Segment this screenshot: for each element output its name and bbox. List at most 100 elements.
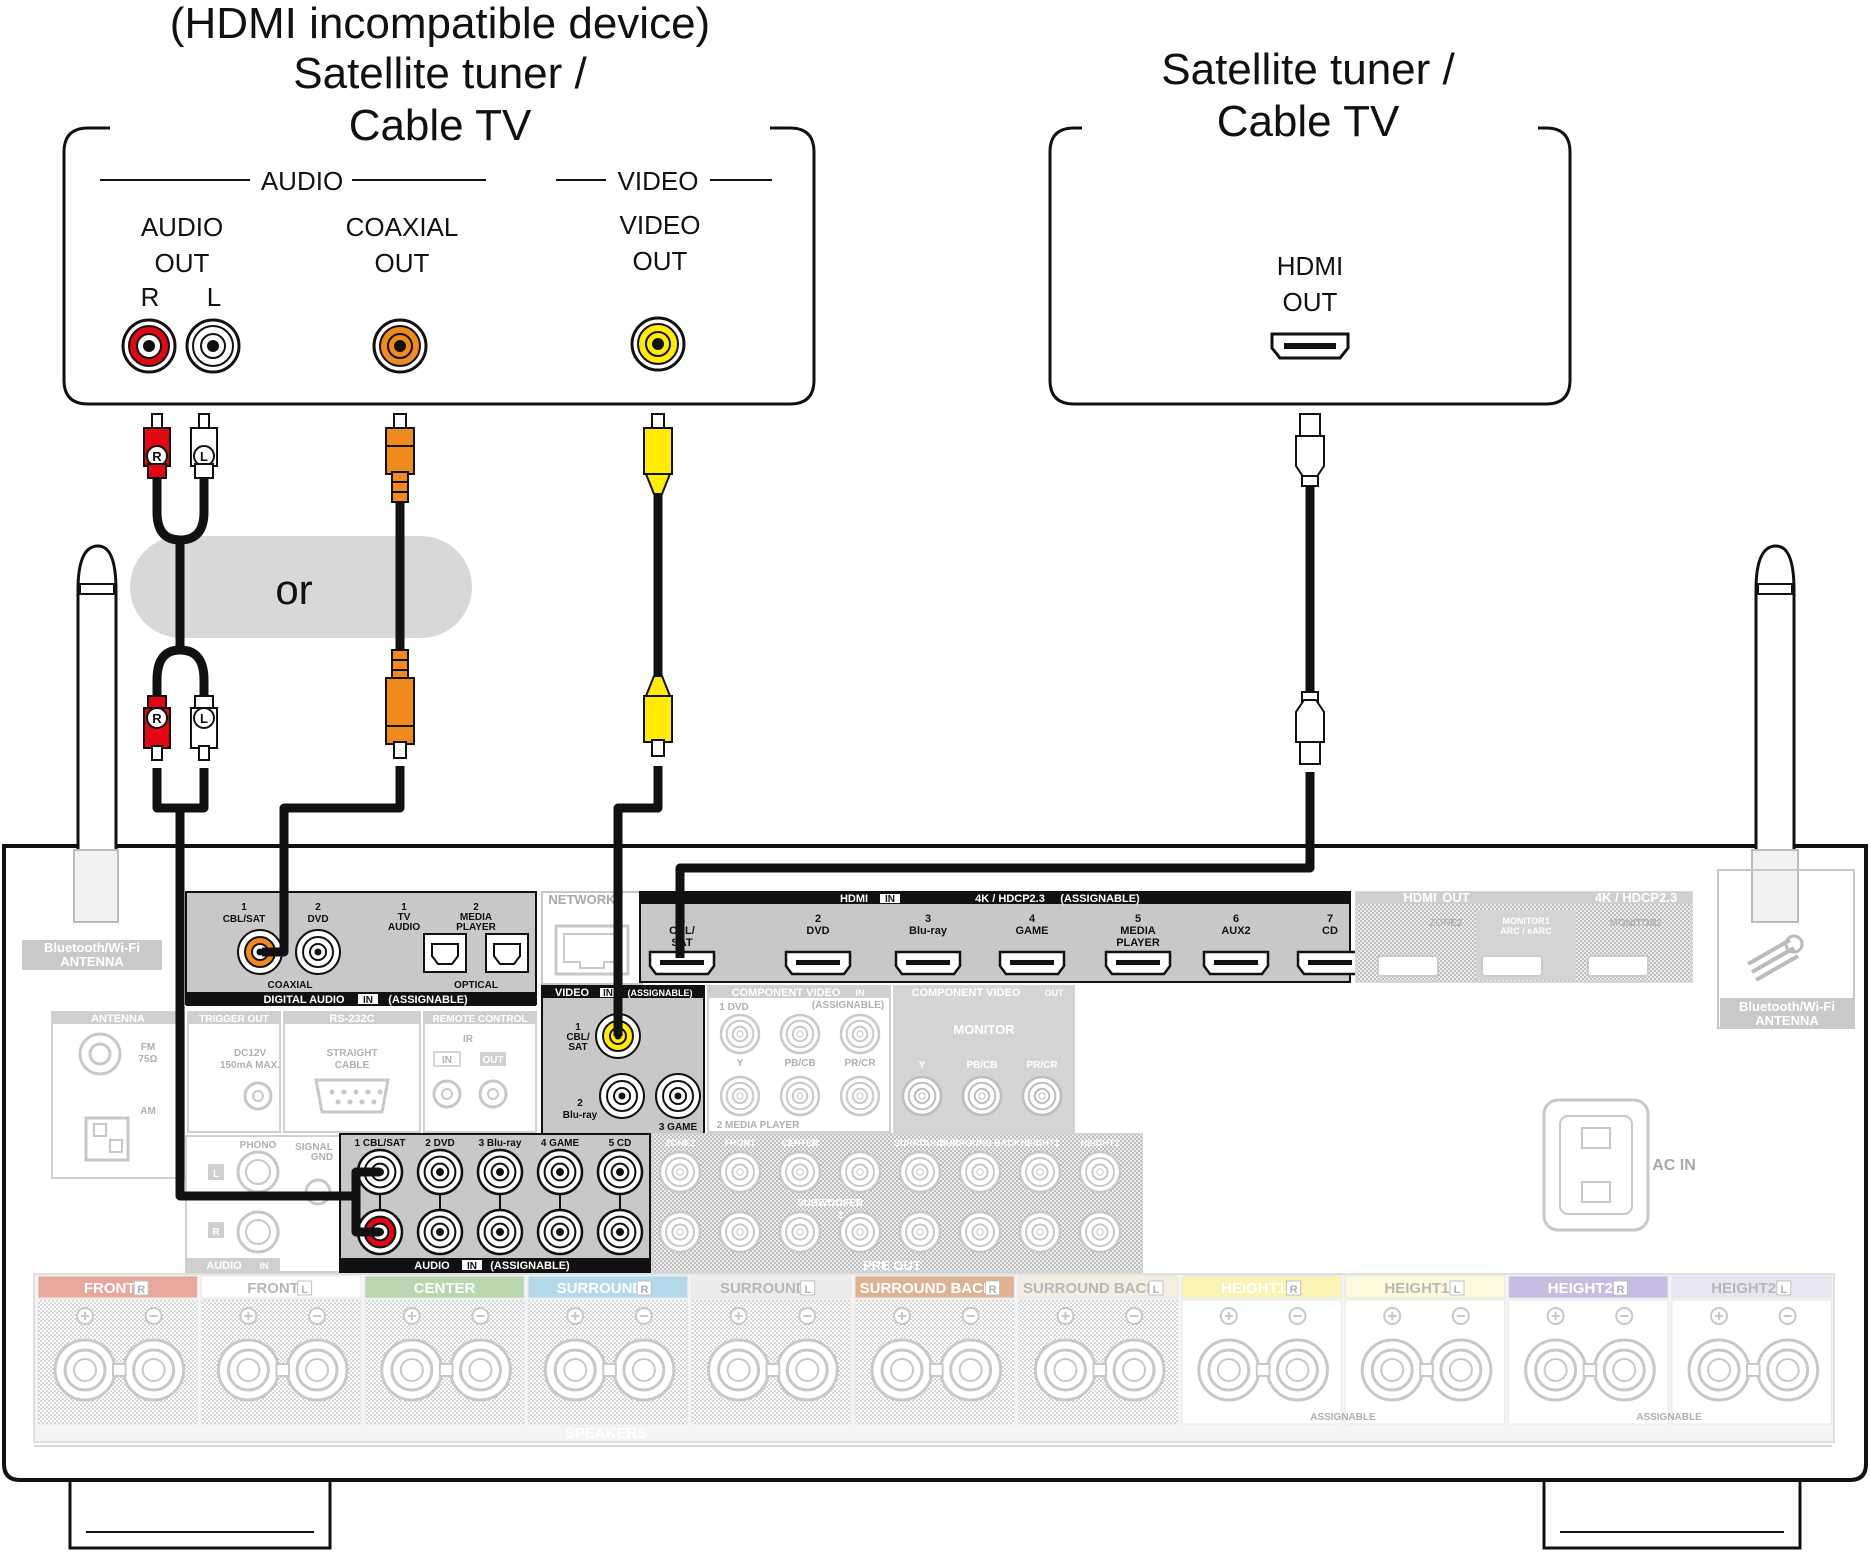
pre-out-5-label: HEIGHT1: [1020, 1138, 1059, 1148]
audio-in-tag: IN: [467, 1261, 477, 1272]
coaxial-cable-to-receiver: [262, 766, 405, 957]
hdmi-in2-port: [784, 950, 852, 976]
pre-out-top-jack-7: [1018, 1150, 1062, 1194]
hdmi-in-spec: 4K / HDCP2.3: [975, 893, 1045, 905]
audio-in5-r-jack: [596, 1208, 644, 1256]
speaker-channel-10-name: HEIGHT2: [1548, 1280, 1613, 1297]
video-in1-name: CBL/: [566, 1032, 590, 1043]
speaker-8-minus-terminal: [1265, 1307, 1329, 1402]
ac-in-label: AC IN: [1652, 1157, 1696, 1174]
pre-out-bottom-jack-8: [1078, 1210, 1122, 1254]
optical-media-name: MEDIA: [460, 912, 492, 923]
plug-r-top-label: R: [152, 449, 162, 464]
component-in-y: Y: [737, 1058, 744, 1069]
left-device-title-line1: (HDMI incompatible device): [170, 0, 710, 48]
video-in3-jack: [655, 1073, 701, 1119]
component-out-header: COMPONENT VIDEO: [912, 987, 1021, 999]
rs232c-cable-line2: CABLE: [335, 1060, 370, 1071]
fm-label: FM: [141, 1042, 155, 1053]
optical-caption: OPTICAL: [454, 980, 498, 991]
audio-l-label: L: [207, 282, 221, 312]
pre-out-0-label: ZONE2: [665, 1138, 695, 1148]
hdmi-zone2-label: ZONE2: [1429, 918, 1463, 929]
subwoofer-2-label: 2: [837, 1210, 842, 1220]
speaker-channel-10-tag: R: [1616, 1284, 1624, 1296]
speaker-11-plus-terminal: [1687, 1307, 1751, 1402]
video-plug-bottom: [643, 675, 673, 757]
coaxial-out-jack: [372, 318, 428, 374]
hdmi-in7-port: [1296, 950, 1364, 976]
video-out-label-line1: VIDEO: [620, 210, 701, 240]
component-out-monitor: MONITOR: [953, 1022, 1015, 1037]
speaker-11-minus-terminal: [1756, 1307, 1820, 1402]
speaker-channel-6-tag: R: [989, 1284, 997, 1296]
speaker-9-plus-terminal: [1360, 1307, 1424, 1402]
phono-l-tag: L: [213, 1169, 219, 1180]
remote-control-panel: REMOTE CONTROL IR IN OUT: [423, 1011, 537, 1133]
audio-in4-label: 4 GAME: [541, 1138, 580, 1149]
digital-audio-footer: DIGITAL AUDIO: [263, 994, 345, 1006]
speaker-channel-9-tag: L: [1454, 1284, 1461, 1296]
component-in-tag: IN: [856, 988, 865, 998]
speaker-channel-4-name: SURROUND: [557, 1280, 644, 1297]
plug-l-top-label: L: [200, 449, 208, 464]
component-video-out-panel: COMPONENT VIDEO OUT MONITOR Y PB/CB PR/C…: [893, 985, 1075, 1133]
video-in1-sub: SAT: [568, 1042, 587, 1053]
pre-out-bottom-jack-2: [718, 1210, 762, 1254]
component-out-y: Y: [919, 1060, 926, 1071]
antenna-label-left-line2: ANTENNA: [60, 954, 124, 969]
rs232c-cable-line1: STRAIGHT: [326, 1048, 377, 1059]
video-plug-top: [643, 413, 673, 495]
speaker-channel-2-tag: L: [301, 1284, 308, 1296]
component-in-media-label: 2 MEDIA PLAYER: [717, 1120, 800, 1131]
plug-r-top: R: [143, 413, 171, 479]
speaker-4-plus-terminal: [543, 1307, 607, 1402]
pre-out-top-jack-4: [838, 1150, 882, 1194]
optical-media-num: 2: [473, 902, 479, 913]
speaker-channel-3-name: CENTER: [414, 1280, 476, 1297]
digital-audio-assignable: (ASSIGNABLE): [388, 994, 468, 1006]
plug-l-bottom-label: L: [200, 711, 208, 726]
pre-out-top-jack-1: [658, 1150, 702, 1194]
component-in-media-jack-1: [719, 1075, 761, 1117]
speaker-channel-4-tag: R: [640, 1284, 648, 1296]
optical-in1-port: [423, 933, 467, 973]
speaker-10-minus-terminal: [1592, 1307, 1656, 1402]
speaker-channel-6-name: SURROUND BACK: [860, 1280, 994, 1297]
trigger-out-panel: TRIGGER OUT DC12V 150mA MAX.: [187, 1011, 281, 1133]
speaker-channel-1-name: FRONT: [84, 1280, 136, 1297]
pre-out-top-jack-3: [778, 1150, 822, 1194]
left-device-title-line2: Satellite tuner /: [293, 49, 587, 98]
pre-out-bottom-jack-1: [658, 1210, 702, 1254]
video-in-panel: VIDEO IN (ASSIGNABLE) 1 CBL/ SAT 2 Blu-r…: [541, 985, 705, 1135]
pre-out-2-label: CENTER: [781, 1138, 819, 1148]
component-out-tag: OUT: [1045, 988, 1065, 998]
antenna-label-left-line1: Bluetooth/Wi-Fi: [44, 940, 140, 955]
left-device-title-line3: Cable TV: [349, 101, 532, 150]
fm-am-antenna-panel: ANTENNA FM 75Ω AM: [51, 1011, 185, 1179]
pre-out-top-jack-2: [718, 1150, 762, 1194]
component-in-media-jack-3: [839, 1075, 881, 1117]
optical-tv-num: 1: [401, 902, 407, 913]
hdmi-in-tag: IN: [885, 894, 895, 905]
component-in-pb: PB/CB: [784, 1058, 815, 1069]
rs232c-port: [314, 1078, 390, 1114]
component-out-jack-3: [1021, 1075, 1063, 1117]
left-source-device: (HDMI incompatible device) Satellite tun…: [62, 0, 816, 406]
pre-out-bottom-jack-4: [838, 1210, 882, 1254]
remote-header: REMOTE CONTROL: [433, 1014, 528, 1025]
trigger-spec-line1: DC12V: [234, 1048, 267, 1059]
plug-r-bottom: R: [143, 695, 171, 761]
hdmi-in2-label-line2: DVD: [806, 925, 829, 937]
digital-audio-in-tag: IN: [363, 995, 373, 1006]
hdmi-in-panel: HDMI IN 4K / HDCP2.3 (ASSIGNABLE) 1CBL/S…: [639, 891, 1364, 983]
video-in-header: VIDEO: [555, 987, 590, 999]
hdmi-out-spec: 4K / HDCP2.3: [1595, 890, 1677, 905]
hdmi-monitor1-arc-label: ARC / eARC: [1500, 926, 1552, 936]
speaker-7-minus-terminal: [1102, 1307, 1166, 1402]
component-in-header: COMPONENT VIDEO: [732, 987, 841, 999]
audio-out-r-jack: [121, 318, 177, 374]
